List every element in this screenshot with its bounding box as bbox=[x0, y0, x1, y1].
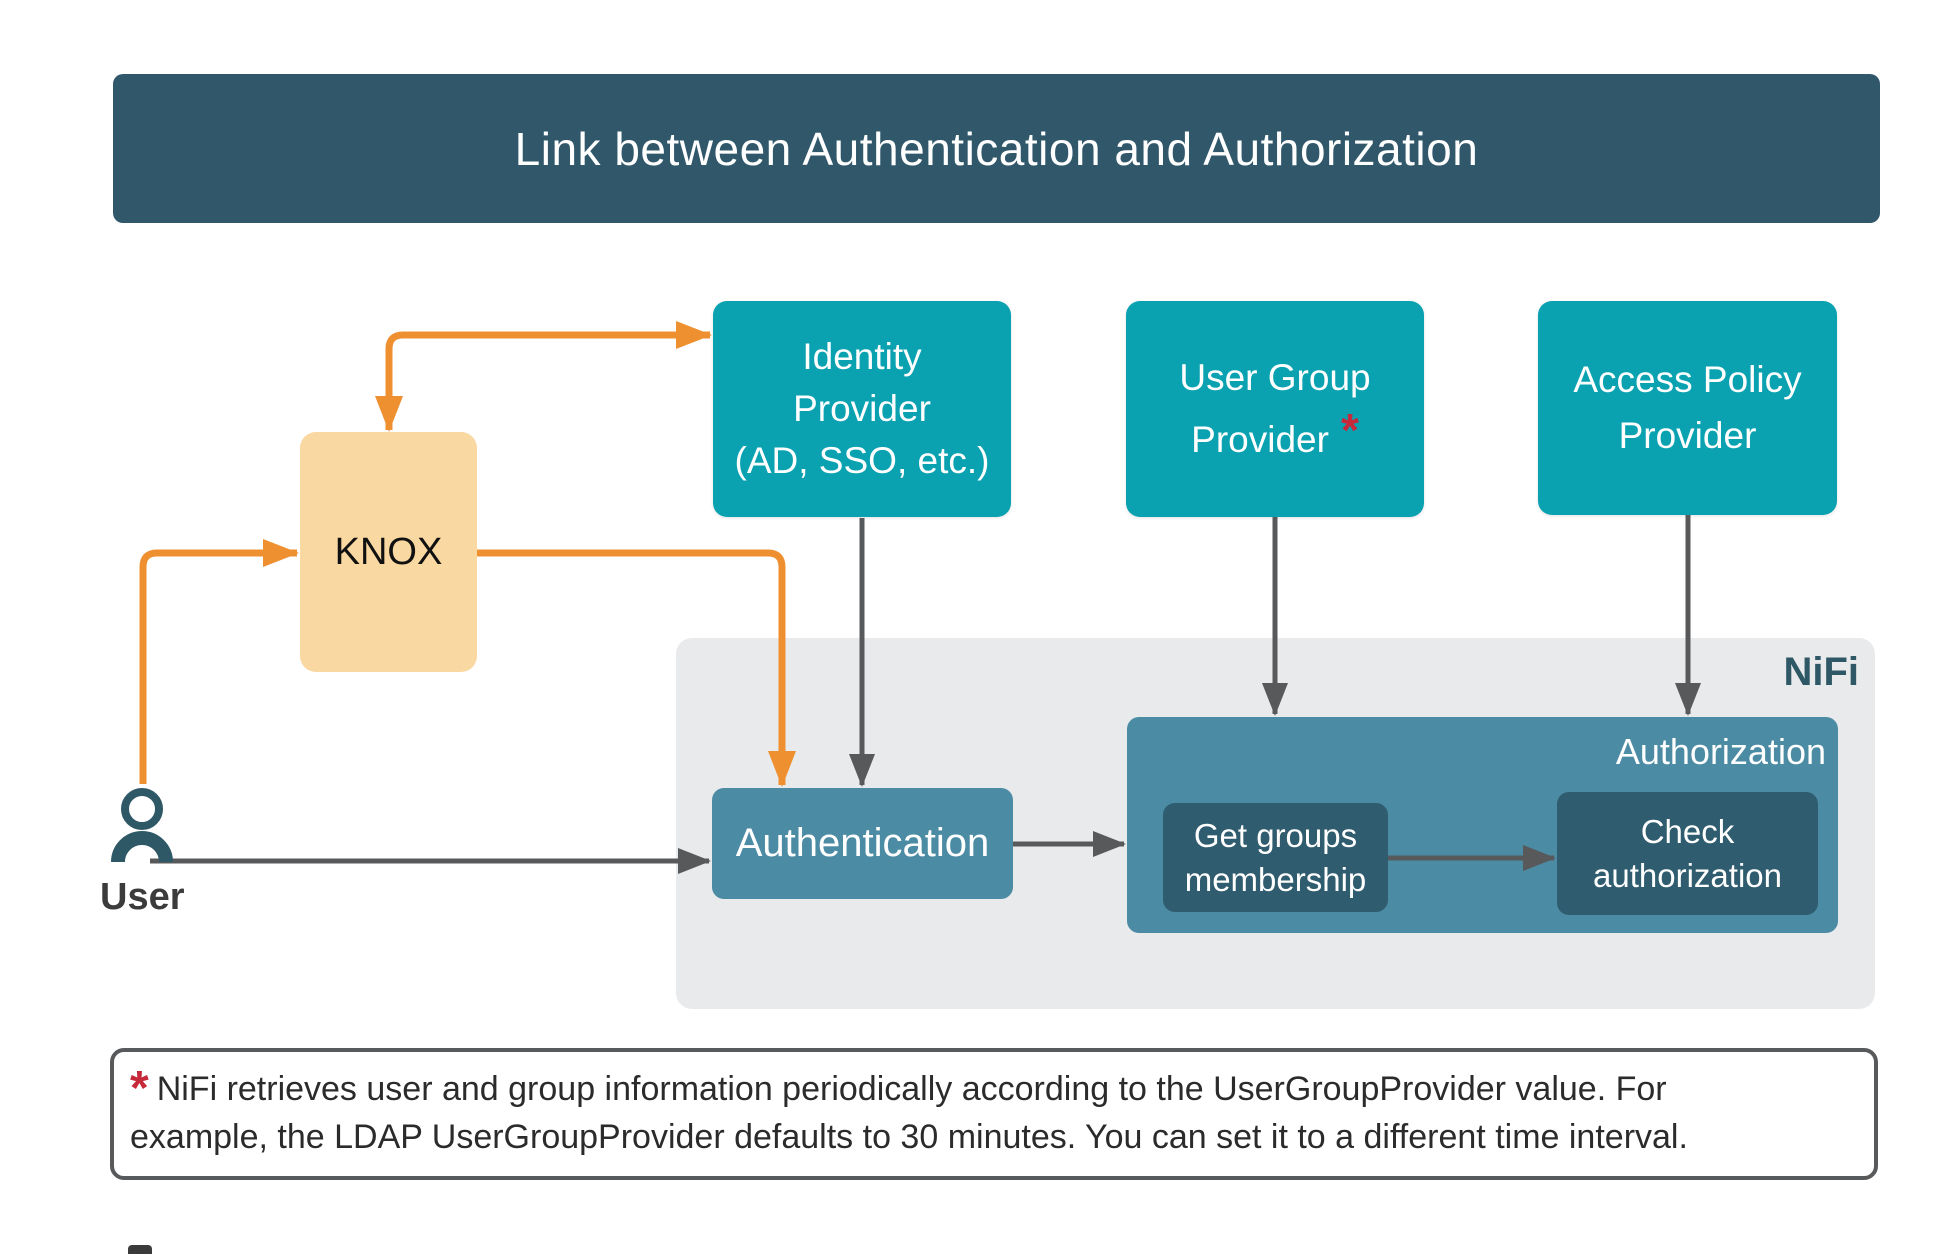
access-policy-provider-line-2: Provider bbox=[1618, 415, 1757, 456]
authorization-label: Authorization bbox=[1615, 731, 1826, 772]
nifi-label: NiFi bbox=[1783, 650, 1859, 694]
get-groups-line-2: membership bbox=[1184, 860, 1367, 898]
check-authorization-line-2: authorization bbox=[1593, 856, 1782, 894]
knox-label: KNOX bbox=[334, 530, 443, 573]
identity-provider-node: Identity Provider (AD, SSO, etc.) bbox=[713, 301, 1011, 517]
user-label: User bbox=[100, 876, 185, 918]
footnote-box: *NiFi retrieves user and group informati… bbox=[110, 1048, 1878, 1180]
get-groups-membership-node: Get groups membership bbox=[1163, 803, 1388, 912]
authentication-node: Authentication bbox=[712, 788, 1013, 899]
user-group-provider-line-1: User Group bbox=[1179, 357, 1371, 398]
identity-provider-line-3: (AD, SSO, etc.) bbox=[734, 440, 990, 481]
access-policy-provider-node: Access Policy Provider bbox=[1538, 301, 1837, 515]
identity-provider-line-1: Identity bbox=[802, 336, 922, 377]
footnote-reference-asterisk: * bbox=[1340, 404, 1359, 456]
arrow-knox-identity-provider-bidirectional bbox=[375, 321, 712, 432]
title-banner: Link between Authentication and Authoriz… bbox=[113, 74, 1880, 223]
user-group-provider-node: User Group Provider * bbox=[1126, 301, 1424, 517]
footnote-asterisk: * bbox=[130, 1062, 149, 1115]
knox-node: KNOX bbox=[300, 432, 477, 672]
footnote-text-line-1: NiFi retrieves user and group informatio… bbox=[156, 1070, 1667, 1108]
page-title: Link between Authentication and Authoriz… bbox=[514, 122, 1479, 175]
access-policy-provider-line-1: Access Policy bbox=[1573, 359, 1802, 400]
check-authorization-node: Check authorization bbox=[1557, 792, 1818, 915]
footnote-text-line-2: example, the LDAP UserGroupProvider defa… bbox=[130, 1118, 1688, 1156]
user-head-icon bbox=[121, 788, 163, 830]
user-group-provider-line-2: Provider * bbox=[1191, 407, 1359, 471]
arrow-user-to-knox bbox=[139, 539, 299, 784]
user-group-provider-label: Provider bbox=[1191, 419, 1329, 460]
authentication-label: Authentication bbox=[735, 821, 990, 865]
authorization-container: Authorization Get groups membership Chec… bbox=[1127, 717, 1838, 933]
bottom-edge-artifact bbox=[128, 1245, 152, 1254]
user-icon bbox=[111, 788, 173, 863]
user-shoulders-icon bbox=[111, 831, 173, 863]
check-authorization-line-1: Check bbox=[1640, 812, 1735, 850]
get-groups-line-1: Get groups bbox=[1193, 816, 1358, 854]
identity-provider-line-2: Provider bbox=[793, 388, 931, 429]
